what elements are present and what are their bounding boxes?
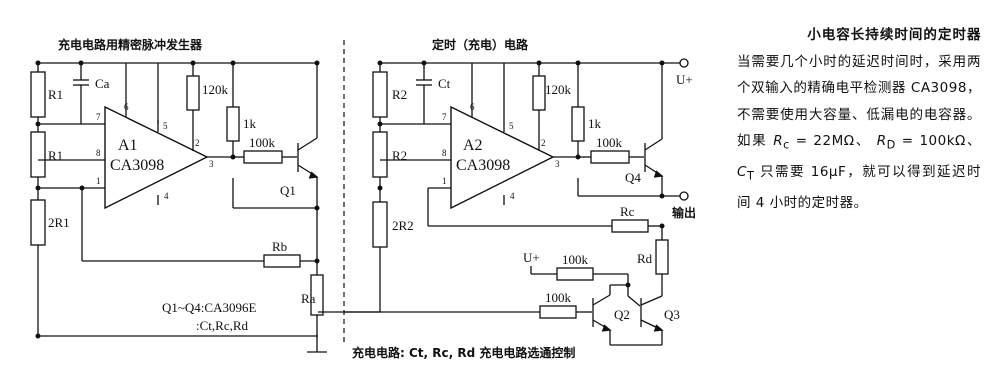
label-uplus-bottom: U+ — [523, 250, 540, 265]
label-output: 输出 — [672, 205, 696, 220]
label-rb: Rb — [272, 239, 287, 254]
label-100k-q2-top: 100k — [562, 252, 589, 267]
label-120k-right: 120k — [545, 82, 572, 97]
label-1k-right: 1k — [588, 116, 602, 131]
pin-a2-8: 8 — [442, 148, 447, 158]
label-2r1: 2R1 — [48, 215, 70, 230]
terminal-output — [679, 191, 689, 201]
description-body-3: = 100kΩ、 — [895, 133, 981, 149]
label-r2-middle: R2 — [392, 148, 407, 163]
pin-a2-4: 4 — [510, 191, 515, 201]
pin-a1-5: 5 — [163, 121, 168, 131]
resistor-1k-left — [226, 106, 240, 142]
label-1k-left: 1k — [243, 116, 257, 131]
label-q3: Q3 — [664, 307, 680, 322]
transistor-note: Q1~Q4:CA3096E — [162, 300, 256, 315]
resistor-100k-q2 — [539, 305, 577, 319]
pin-a1-4: 4 — [164, 191, 169, 201]
description-body-2: = 22MΩ、 — [789, 133, 877, 149]
resistor-rd — [655, 239, 669, 275]
label-rd: Rd — [637, 251, 653, 266]
label-ra: Ra — [301, 291, 316, 306]
resistor-100k-right — [590, 150, 630, 164]
pin-a2-7: 7 — [442, 112, 447, 122]
label-r1-middle: R1 — [48, 148, 63, 163]
description-body-4: 只需要 16μF，就可以得到延迟时间 4 小时的定时器。 — [737, 164, 981, 212]
a1-part: CA3098 — [110, 157, 164, 174]
resistor-100k-q2-top — [556, 267, 594, 281]
pin-a2-5: 5 — [509, 121, 514, 131]
symbol-rd: R — [876, 133, 887, 149]
label-ca: Ca — [95, 76, 110, 91]
label-q1: Q1 — [280, 183, 296, 198]
terminal-uplus — [679, 58, 689, 68]
circuit-schematic: 充电电路用精密脉冲发生器 定时（充电）电路 充电电路: Ct, Rc, Rd 充… — [30, 37, 696, 360]
resistor-r1-top — [30, 71, 46, 118]
pin-a1-2: 2 — [195, 138, 200, 148]
label-r2-top: R2 — [392, 87, 407, 102]
symbol-rc: R — [773, 133, 784, 149]
pin-a2-1: 1 — [442, 176, 447, 186]
resistor-rb — [263, 254, 301, 268]
pin-a2-3: 3 — [555, 159, 560, 169]
a2-name: A2 — [463, 137, 483, 154]
label-q2: Q2 — [614, 307, 630, 322]
right-title: 定时（充电）电路 — [432, 37, 529, 52]
description-panel: 小电容长持续时间的定时器 当需要几个小时的延迟时间时，采用两个双输入的精确电平检… — [737, 22, 981, 217]
resistor-r2-top — [372, 71, 388, 118]
symbol-rd-sub: D — [886, 138, 896, 152]
resistor-r2-middle — [372, 131, 388, 178]
a2-part: CA3098 — [456, 157, 510, 174]
pulse-generator-section: R1 R1 2R1 Ca A1 CA3098 7 8 1 6 5 2 3 4 — [30, 60, 327, 353]
left-title: 充电电路用精密脉冲发生器 — [58, 37, 203, 52]
pin-a1-3: 3 — [209, 159, 214, 169]
description-body-1: 当需要几个小时的延迟时间时，采用两个双输入的精确电平检测器 CA3098，不需要… — [737, 53, 981, 150]
label-rc: Rc — [620, 204, 635, 219]
symbol-rc-sub: c — [783, 138, 790, 152]
bottom-caption: 充电电路: Ct, Rc, Rd 充电电路选通控制 — [352, 345, 575, 360]
label-2r2: 2R2 — [392, 218, 414, 233]
resistor-2r1 — [30, 199, 46, 246]
symbol-ct: C — [737, 164, 747, 181]
timing-section: U+ R2 R2 2R2 Ct A2 CA3098 7 8 1 — [318, 58, 696, 346]
pin-a1-7: 7 — [96, 112, 101, 122]
comparator-a2 — [450, 105, 555, 210]
pin-a1-8: 8 — [96, 148, 101, 158]
pin-a2-2: 2 — [541, 138, 546, 148]
label-r1-top: R1 — [48, 87, 63, 102]
resistor-rc — [611, 219, 649, 233]
description-title: 小电容长持续时间的定时器 — [807, 27, 981, 43]
resistor-120k-right — [532, 75, 546, 111]
label-100k-right: 100k — [596, 135, 623, 150]
label-100k-left: 100k — [249, 135, 276, 150]
comparator-a1 — [104, 105, 209, 210]
resistor-100k-left — [243, 150, 283, 164]
label-120k-left: 120k — [202, 82, 229, 97]
resistor-r1-middle — [30, 131, 46, 178]
label-100k-q2: 100k — [545, 290, 572, 305]
pin-a1-1: 1 — [96, 176, 101, 186]
description-paragraph: 小电容长持续时间的定时器 当需要几个小时的延迟时间时，采用两个双输入的精确电平检… — [737, 22, 981, 217]
resistor-120k-left — [186, 75, 200, 111]
label-q4: Q4 — [625, 170, 641, 185]
label-ct: Ct — [438, 76, 451, 91]
resistor-2r2 — [372, 201, 388, 248]
label-uplus-top: U+ — [676, 72, 693, 87]
a1-name: A1 — [118, 137, 138, 154]
transistor-note-2: :Ct,Rc,Rd — [196, 318, 249, 333]
resistor-1k-right — [571, 106, 585, 142]
symbol-ct-sub: T — [746, 169, 755, 183]
